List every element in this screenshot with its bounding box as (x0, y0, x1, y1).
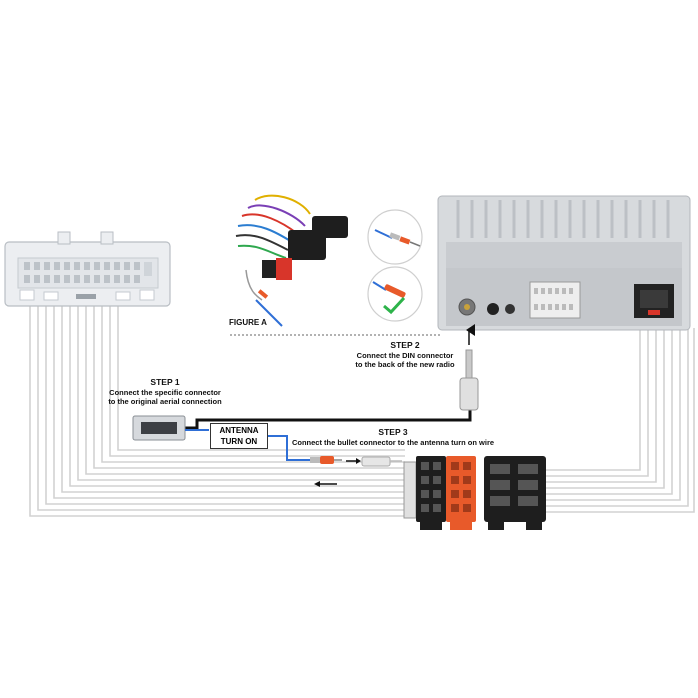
antenna-box-line2: TURN ON (220, 437, 258, 446)
harness-wires-left (29, 305, 405, 517)
step-1-title: STEP 1 (150, 377, 180, 387)
vehicle-connector (4, 231, 171, 307)
bullet-connectors (310, 456, 402, 467)
din-plug (459, 324, 479, 411)
bullet-detail-bottom (367, 266, 423, 322)
bullet-detail-top (367, 209, 423, 265)
figure-a-harness (235, 194, 348, 327)
radio-unit (437, 195, 691, 331)
antenna-box-line1: ANTENNA (219, 426, 259, 435)
step-1-line2: to the original aerial connection (108, 397, 222, 406)
arrow-left-icon (314, 481, 337, 487)
step-2-line2: to the back of the new radio (355, 360, 455, 369)
antenna-turn-on-box: ANTENNA TURN ON (210, 423, 268, 449)
check-icon (383, 296, 406, 315)
harness-wires-right (545, 328, 695, 513)
iso-connectors (403, 456, 546, 530)
step-2-line1: Connect the DIN connector (356, 350, 454, 360)
step-3-line1: Connect the bullet connector to the ante… (291, 437, 495, 447)
step-3-title: STEP 3 (378, 427, 408, 437)
antenna-cable (184, 408, 472, 430)
step-1-line1: Connect the specific connector (109, 387, 221, 397)
turn-on-wire (185, 429, 310, 461)
aerial-adapter (132, 415, 186, 441)
step-3-caption: STEP 3 Connect the bullet connector to t… (283, 427, 503, 447)
figure-a-label: FIGURE A (229, 318, 267, 327)
step-1-caption: STEP 1 Connect the specific connector to… (95, 377, 235, 406)
step-2-title: STEP 2 (390, 340, 420, 350)
step-2-caption: STEP 2 Connect the DIN connector to the … (335, 340, 475, 369)
